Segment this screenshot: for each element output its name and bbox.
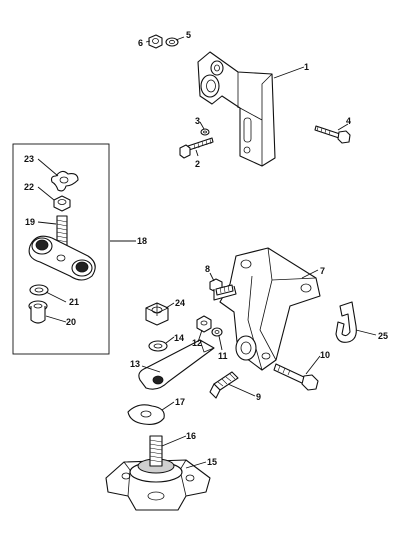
part-10-bolt: [273, 363, 319, 391]
callout-18: 18: [137, 236, 147, 246]
callout-9: 9: [256, 392, 261, 402]
callout-14: 14: [174, 333, 184, 343]
callout-5: 5: [186, 30, 191, 40]
leader-lines: [37, 36, 377, 469]
callout-21: 21: [69, 297, 79, 307]
part-2-bolt: [179, 137, 214, 159]
part-16-stud: [149, 435, 163, 467]
callout-11: 11: [218, 351, 228, 361]
part-25-clip: [335, 301, 357, 343]
part-21-washer: [29, 284, 49, 296]
kit-box-18: [12, 143, 110, 355]
callout-17: 17: [175, 397, 185, 407]
callout-19: 19: [25, 217, 35, 227]
callout-2: 2: [195, 159, 200, 169]
callout-25: 25: [378, 331, 388, 341]
callout-13: 13: [130, 359, 140, 369]
part-9-stud: [209, 371, 239, 399]
part-20-bushing: [28, 300, 48, 324]
part-8-bolt: [209, 278, 237, 301]
part-17-shim: [127, 404, 165, 425]
callout-3: 3: [195, 116, 200, 126]
part-23-star-knob: [50, 170, 79, 192]
callout-24: 24: [175, 298, 185, 308]
callout-1: 1: [304, 62, 309, 72]
callout-labels: 1 2 3 4 5 6 7 8 9 10 11 12 13 14 15 16 1…: [24, 30, 388, 467]
callout-22: 22: [24, 182, 34, 192]
callout-6: 6: [138, 38, 143, 48]
part-3-lockwasher: [200, 128, 210, 136]
part-11-lockwasher: [211, 327, 223, 337]
callout-20: 20: [66, 317, 76, 327]
callout-10: 10: [320, 350, 330, 360]
part-14-washer: [148, 340, 168, 352]
part-5-washer: [165, 37, 179, 47]
part-7-mount-bracket: [219, 247, 321, 371]
part-18-link-arm: [28, 235, 96, 281]
part-4-bolt: [314, 125, 351, 144]
part-13-stud-plate: [138, 339, 215, 390]
callout-7: 7: [320, 266, 325, 276]
part-1-upper-bracket: [197, 51, 276, 167]
callout-23: 23: [24, 154, 34, 164]
part-12-nut: [196, 315, 212, 333]
callout-4: 4: [346, 116, 351, 126]
part-15-mount-base: [105, 458, 211, 511]
callout-16: 16: [186, 431, 196, 441]
part-22-hex-nut: [53, 195, 71, 212]
part-6-nut: [148, 34, 163, 49]
callout-15: 15: [207, 457, 217, 467]
callout-8: 8: [205, 264, 210, 274]
callout-12: 12: [192, 338, 202, 348]
part-24-hex-nut: [145, 302, 169, 326]
